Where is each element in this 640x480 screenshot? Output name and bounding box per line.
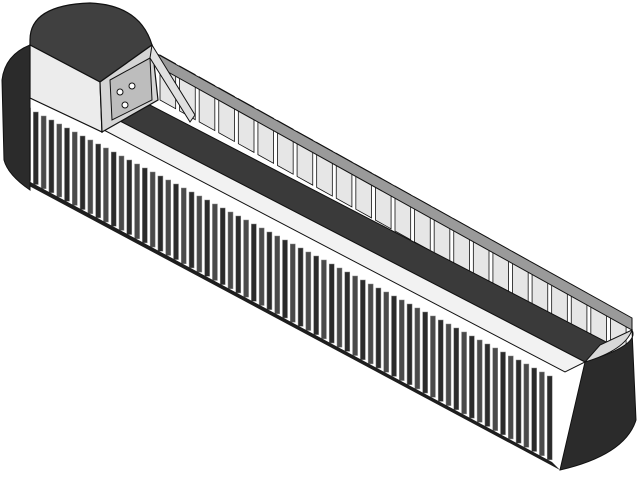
track-fin	[204, 199, 210, 277]
track-fin	[40, 115, 47, 189]
track-fin	[134, 163, 140, 239]
track-fin	[274, 235, 280, 315]
track-fin	[110, 151, 117, 227]
track-fin	[212, 203, 218, 281]
track-fin	[149, 171, 156, 248]
track-fin	[95, 143, 101, 219]
track-fin	[414, 307, 421, 390]
track-fin	[118, 155, 125, 231]
track-fin	[282, 239, 288, 319]
track-fin	[399, 299, 405, 381]
track-fin	[437, 319, 444, 402]
track-fin	[367, 283, 374, 365]
track-fin	[546, 375, 553, 461]
track-fin	[165, 179, 171, 256]
track-fin	[430, 315, 436, 398]
track-fin	[383, 291, 389, 373]
track-fin	[422, 311, 428, 394]
track-fin	[313, 255, 319, 335]
track-fin	[243, 219, 249, 298]
track-fin	[469, 335, 475, 419]
track-fin	[48, 119, 55, 194]
track-fin	[352, 275, 358, 356]
track-fin	[258, 227, 265, 306]
track-fin	[196, 195, 203, 273]
track-fin	[290, 243, 296, 323]
track-fin	[305, 251, 312, 331]
track-fin	[445, 323, 452, 406]
track-fin	[227, 211, 234, 290]
track-fin	[251, 223, 257, 302]
track-fin	[539, 371, 545, 456]
track-fin	[188, 191, 195, 269]
track-fin	[126, 159, 133, 235]
track-fin	[328, 263, 335, 344]
track-fin	[492, 347, 498, 431]
track-fin	[79, 135, 86, 210]
track-fin	[87, 139, 94, 214]
track-fin	[336, 267, 343, 348]
track-fin	[360, 279, 366, 360]
track-fin	[375, 287, 382, 369]
track-fin	[72, 131, 78, 206]
track-fin	[33, 111, 39, 185]
track-fin	[219, 207, 226, 285]
track-fin	[64, 127, 70, 202]
track-fin	[235, 215, 242, 294]
track-fin	[157, 175, 164, 252]
track-fin	[531, 367, 537, 452]
track-fin	[508, 355, 514, 440]
track-fin	[484, 343, 491, 427]
track-fin	[461, 331, 467, 415]
track-fin	[500, 351, 506, 436]
track-fin	[173, 183, 179, 260]
track-fin	[391, 295, 397, 377]
track-fin	[103, 147, 109, 223]
right-end-cap	[559, 329, 637, 471]
track-fin	[181, 187, 187, 265]
track-fin	[142, 167, 148, 244]
track-fin	[406, 303, 413, 385]
hopper	[29, 2, 196, 134]
track-fin	[321, 259, 327, 340]
track-fin	[453, 327, 460, 411]
front-track-base	[8, 170, 560, 470]
track-fin	[297, 247, 304, 327]
left-end-cap	[1, 44, 31, 191]
track-fin	[515, 359, 522, 444]
track-fin	[266, 231, 273, 310]
track-fin	[56, 123, 62, 198]
track-fin	[344, 271, 351, 352]
track-fin	[476, 339, 483, 423]
track-fin	[523, 363, 530, 448]
